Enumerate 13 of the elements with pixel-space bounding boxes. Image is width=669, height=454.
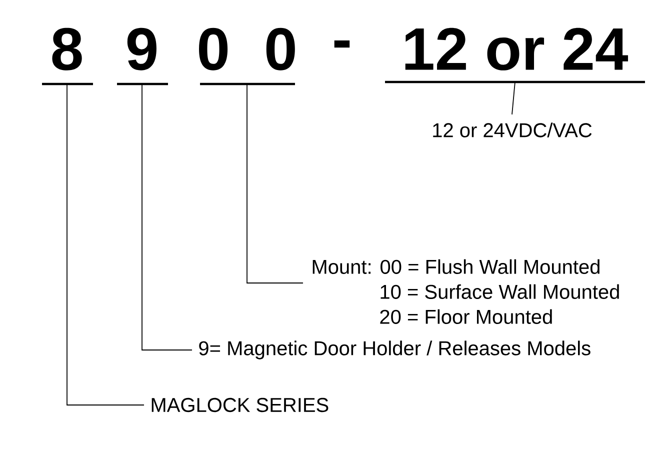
- code-part: 8: [42, 28, 93, 86]
- code-part: 9: [117, 28, 168, 86]
- leader-line: [512, 82, 516, 115]
- description-text: MAGLOCK SERIES: [152, 398, 328, 412]
- separator-dash: -: [334, 40, 350, 48]
- leader-line: [66, 84, 144, 406]
- leader-line: [246, 84, 304, 284]
- code-part: 0 0: [199, 28, 295, 86]
- code-part: 12 or 24: [385, 28, 645, 84]
- leader-line: [142, 84, 192, 350]
- description-text: 12 or 24VDC/VAC: [433, 122, 592, 138]
- description-text: 9= Magnetic Door Holder / Releases Models: [199, 340, 590, 360]
- description-text: Mount: 00 = Flush Wall Mounted 10 = Surface Wall Mounted 20 = Floor Mounted: [312, 259, 619, 324]
